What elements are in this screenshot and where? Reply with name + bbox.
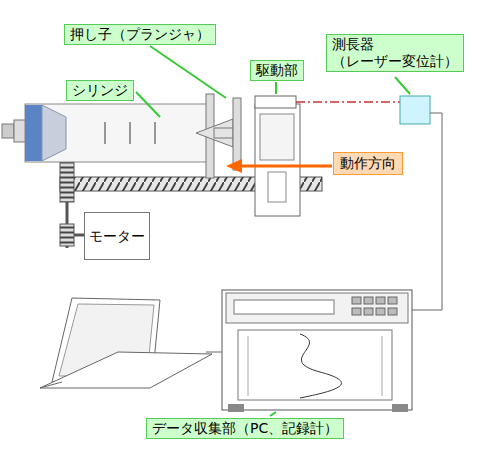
drawing-line bbox=[104, 122, 106, 144]
drawing-line bbox=[270, 412, 276, 416]
drawing-rect bbox=[222, 290, 412, 410]
drawing-line bbox=[395, 77, 410, 94]
drawing-rect bbox=[268, 172, 286, 202]
drawing-rect bbox=[226, 293, 408, 323]
drawing-rect bbox=[238, 330, 392, 400]
drawing-rect bbox=[352, 308, 361, 315]
motor-box: モーター bbox=[84, 212, 150, 260]
callout-label: モーター bbox=[89, 228, 145, 245]
drawing-rect bbox=[14, 120, 26, 142]
pc-cable bbox=[206, 352, 222, 353]
drawing-rect bbox=[233, 98, 241, 170]
drawing-rect bbox=[260, 114, 294, 160]
drive-unit bbox=[255, 96, 300, 216]
part-callout: シリンジ bbox=[66, 80, 134, 101]
drawing-line bbox=[382, 336, 383, 396]
callout-label: 駆動部 bbox=[256, 62, 298, 78]
drawing-rect bbox=[60, 158, 74, 202]
drawing-line bbox=[154, 122, 156, 144]
drawing-line bbox=[275, 82, 277, 94]
drawing-rect bbox=[352, 297, 361, 304]
drawing-rect bbox=[392, 404, 408, 412]
laser-beam bbox=[296, 101, 400, 103]
drawing-polygon bbox=[226, 159, 242, 173]
part-callout: データ収集部（PC、記録計） bbox=[146, 418, 344, 439]
part-callout: 駆動部 bbox=[250, 60, 304, 81]
signal-wire bbox=[412, 113, 442, 310]
part-callout: 押し子（プランジャ） bbox=[64, 24, 216, 45]
drawing-rect bbox=[60, 224, 74, 246]
callout-label: 動作方向 bbox=[340, 155, 396, 171]
drawing-rect bbox=[364, 297, 373, 304]
drawing-rect bbox=[234, 300, 334, 314]
drawing-line bbox=[150, 46, 226, 98]
plunger bbox=[196, 98, 241, 170]
drawing-rect bbox=[376, 308, 385, 315]
callout-label: 測長器 （レーザー変位計） bbox=[332, 36, 458, 69]
drawing-rect bbox=[364, 308, 373, 315]
drawing-line bbox=[248, 336, 249, 396]
drawing-line bbox=[74, 234, 84, 237]
drawing-polygon bbox=[40, 352, 212, 388]
callout-label: シリンジ bbox=[72, 82, 128, 98]
drawing-rect bbox=[2, 124, 14, 138]
callout-label: データ収集部（PC、記録計） bbox=[152, 420, 338, 436]
drawing-rect bbox=[388, 308, 397, 315]
drawing-rect bbox=[376, 297, 385, 304]
direction-arrow bbox=[226, 159, 332, 173]
drawing-rect bbox=[388, 297, 397, 304]
leader-lines bbox=[136, 46, 410, 416]
laser-sensor bbox=[400, 96, 430, 124]
drawing-path bbox=[300, 334, 341, 398]
drawing-rect bbox=[60, 224, 74, 246]
drawing-rect bbox=[60, 158, 74, 202]
gear-train bbox=[60, 158, 84, 248]
drawing-line bbox=[129, 122, 131, 144]
drawing-polygon bbox=[196, 119, 233, 147]
drawing-rect bbox=[25, 104, 210, 162]
direction-callout: 動作方向 bbox=[333, 152, 403, 175]
drawing-polygon bbox=[25, 105, 42, 161]
drawing-line bbox=[136, 92, 160, 117]
drawing-rect bbox=[255, 96, 296, 108]
syringe bbox=[2, 94, 214, 178]
drawing-line bbox=[40, 382, 62, 388]
recorder bbox=[222, 290, 412, 412]
laptop bbox=[40, 298, 212, 388]
drawing-polygon bbox=[42, 105, 66, 161]
callout-label: 押し子（プランジャ） bbox=[70, 26, 210, 42]
part-callout: 測長器 （レーザー変位計） bbox=[326, 34, 464, 72]
drawing-rect bbox=[228, 404, 244, 412]
drawing-line bbox=[238, 165, 332, 168]
drawing-rect bbox=[255, 104, 300, 216]
drawing-rect bbox=[214, 128, 233, 138]
